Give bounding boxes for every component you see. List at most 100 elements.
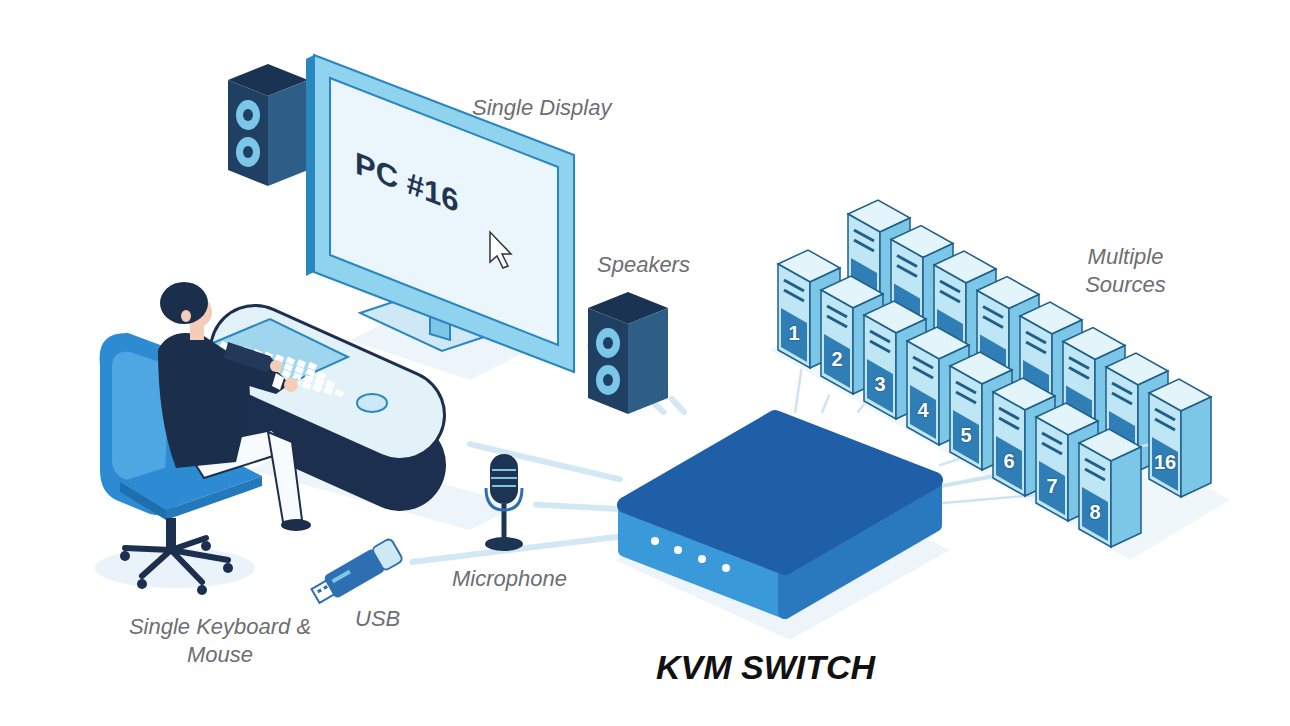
cable bbox=[412, 537, 620, 562]
shape-part bbox=[1042, 443, 1062, 454]
shape-part bbox=[784, 290, 804, 301]
shape-part bbox=[1042, 433, 1062, 444]
microphone: Microphone bbox=[472, 448, 536, 558]
tower-number: 2 bbox=[823, 348, 851, 371]
shape-part bbox=[784, 280, 804, 291]
shape-part bbox=[246, 368, 256, 377]
office-chair-part bbox=[120, 541, 233, 595]
shape-part bbox=[864, 315, 896, 419]
office-chair-part-part bbox=[120, 551, 130, 561]
cable bbox=[672, 399, 684, 412]
shape-part bbox=[268, 373, 278, 382]
seated-person-part bbox=[160, 282, 208, 324]
shape-part bbox=[1085, 459, 1105, 470]
left-speaker bbox=[228, 64, 308, 186]
pc-tower: 16 bbox=[1149, 379, 1213, 499]
switch-title: KVM SWITCH bbox=[656, 648, 875, 687]
shape-part bbox=[237, 359, 247, 368]
office-chair-part bbox=[120, 452, 262, 510]
office-chair-part-part bbox=[125, 548, 171, 550]
seated-person-part bbox=[208, 350, 290, 394]
cable bbox=[536, 505, 620, 509]
shape-part bbox=[603, 374, 613, 386]
shape-part bbox=[999, 418, 1019, 429]
seated-person-part bbox=[284, 378, 298, 392]
shape-part bbox=[1085, 469, 1105, 480]
tower-number: 1 bbox=[780, 322, 808, 345]
shape-part bbox=[953, 410, 979, 464]
seated-person-part bbox=[224, 342, 278, 372]
shape-part bbox=[821, 290, 853, 394]
left-speaker-part bbox=[236, 100, 260, 130]
office-chair-part-part bbox=[171, 550, 202, 582]
shape-part bbox=[596, 365, 620, 395]
device-label: Single Display bbox=[472, 95, 611, 121]
device-label: Microphone bbox=[452, 566, 567, 592]
office-chair-part bbox=[100, 333, 182, 515]
left-speaker-part bbox=[243, 109, 253, 121]
shape-part bbox=[1036, 417, 1068, 521]
shape-part bbox=[1079, 443, 1111, 547]
shape-part bbox=[698, 555, 706, 563]
tower-number: 8 bbox=[1081, 501, 1109, 524]
shape-part bbox=[279, 376, 289, 385]
device-label: Single Keyboard & Mouse bbox=[120, 613, 320, 669]
shape-part bbox=[257, 371, 267, 380]
seated-person-part bbox=[270, 360, 282, 372]
desk-keyboard-outline bbox=[200, 305, 470, 520]
speaker-box-outline bbox=[586, 288, 672, 416]
shape-part bbox=[913, 357, 933, 368]
desk-keyboard: Single Keyboard & Mouse bbox=[200, 305, 470, 520]
left-speaker-part bbox=[236, 137, 260, 167]
shape-part bbox=[596, 328, 620, 358]
group-label: Multiple Sources bbox=[1058, 243, 1193, 299]
usb-stick: USB bbox=[312, 528, 412, 608]
shape-part bbox=[334, 389, 344, 398]
office-chair-part bbox=[125, 538, 228, 582]
left-speaker-part bbox=[243, 146, 253, 158]
shape-part bbox=[722, 564, 730, 572]
shape-part bbox=[867, 359, 893, 413]
shape-part bbox=[827, 306, 847, 317]
device-label: USB bbox=[355, 606, 400, 632]
office-chair bbox=[100, 333, 262, 595]
shape-part bbox=[332, 570, 351, 583]
office-chair-part bbox=[166, 518, 176, 552]
left-speaker-part bbox=[228, 80, 268, 186]
shape-part bbox=[1181, 397, 1211, 497]
shape-part bbox=[1155, 409, 1175, 420]
shape-part bbox=[219, 341, 229, 350]
seated-person-part bbox=[268, 432, 302, 522]
office-chair-part-part bbox=[171, 538, 206, 550]
floor-shadows bbox=[95, 290, 1230, 640]
shape-part bbox=[999, 408, 1019, 419]
shape-part bbox=[290, 378, 300, 387]
shape-part bbox=[910, 385, 936, 439]
shape-part bbox=[993, 392, 1025, 496]
shape-part bbox=[956, 382, 976, 393]
shape-part bbox=[950, 366, 982, 470]
kvm-switch-outline bbox=[620, 412, 940, 622]
shape-part bbox=[625, 418, 935, 567]
shape-part bbox=[317, 589, 322, 594]
pc-tower-outline bbox=[1149, 379, 1213, 499]
floor-shadows-part bbox=[95, 548, 255, 588]
shape-part bbox=[492, 469, 516, 471]
microphone-outline bbox=[472, 448, 536, 558]
shape-part bbox=[651, 537, 659, 545]
pc-tower-outline bbox=[1079, 429, 1143, 549]
speaker-box: Speakers bbox=[586, 288, 672, 416]
cable bbox=[858, 404, 864, 412]
shape-part bbox=[492, 485, 516, 487]
shape-part bbox=[490, 232, 511, 268]
tower-number: 16 bbox=[1151, 451, 1179, 474]
shape-part bbox=[323, 386, 333, 395]
shape-part bbox=[907, 341, 939, 445]
shape-part bbox=[371, 538, 403, 572]
shape-part bbox=[490, 454, 518, 504]
shape-part bbox=[674, 546, 682, 554]
seated-person-part bbox=[281, 519, 311, 531]
shape-part bbox=[306, 55, 314, 276]
shape-part bbox=[1039, 461, 1065, 515]
shape-part bbox=[208, 319, 348, 385]
